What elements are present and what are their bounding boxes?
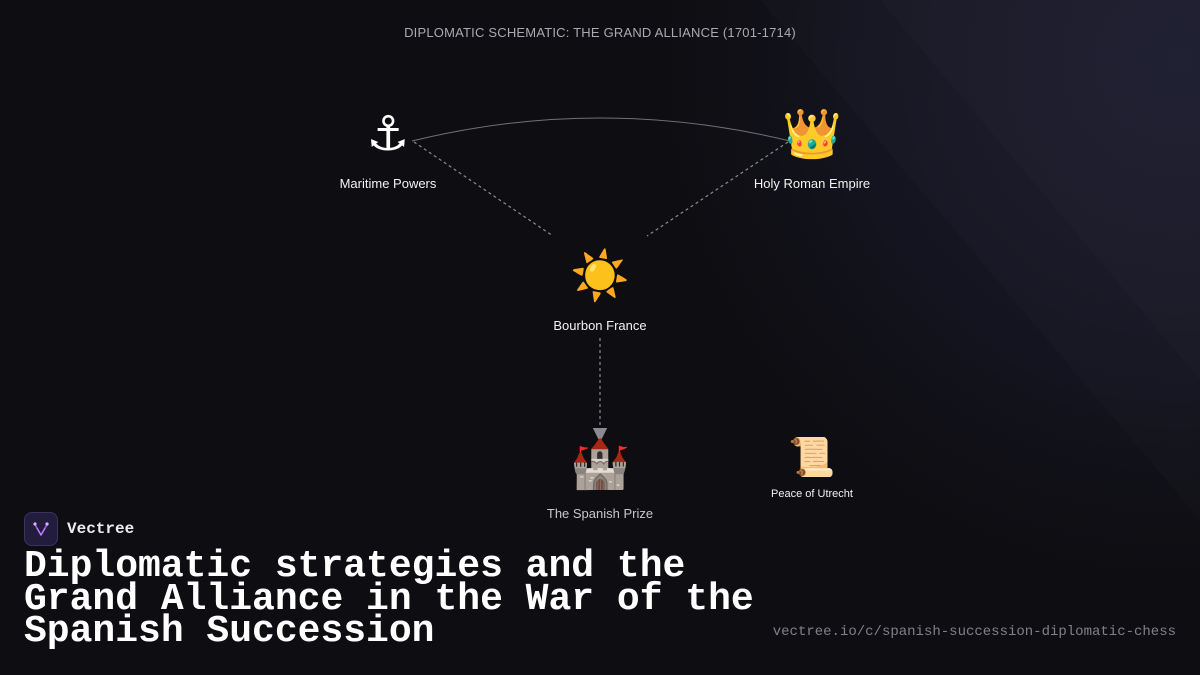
schematic-title: DIPLOMATIC SCHEMATIC: THE GRAND ALLIANCE… (404, 25, 796, 40)
node-label: Maritime Powers (339, 176, 437, 191)
node-peace-of-utrecht[interactable]: 📜 Peace of Utrecht (752, 435, 872, 500)
node-bourbon-france[interactable]: ☀️ Bourbon France (530, 248, 670, 333)
node-spanish-prize[interactable]: 🏰 The Spanish Prize (520, 436, 680, 521)
node-label: Peace of Utrecht (771, 488, 853, 500)
edge-maritime-hre (411, 117, 791, 142)
scroll-icon: 📜 (788, 435, 836, 479)
brand-name: Vectree (67, 520, 135, 538)
edge-hre-france (646, 141, 789, 237)
sun-icon: ☀️ (570, 248, 630, 304)
page-url[interactable]: vectree.io/c/spanish-succession-diplomat… (772, 624, 1176, 640)
node-maritime-powers[interactable]: ⚓ Maritime Powers (318, 106, 458, 191)
anchor-icon: ⚓ (366, 106, 410, 162)
brand[interactable]: Vectree (24, 512, 134, 546)
node-label: Bourbon France (553, 318, 647, 333)
vectree-logo-icon (24, 512, 58, 546)
edge-maritime-france (413, 141, 554, 237)
crown-icon: 👑 (782, 106, 842, 162)
node-label: Holy Roman Empire (753, 176, 871, 191)
page-title: Diplomatic strategies and the Grand Alli… (24, 545, 754, 653)
node-label: The Spanish Prize (546, 506, 654, 521)
castle-icon: 🏰 (570, 436, 630, 492)
node-holy-roman-empire[interactable]: 👑 Holy Roman Empire (732, 106, 892, 191)
diagram-edges (411, 117, 791, 443)
